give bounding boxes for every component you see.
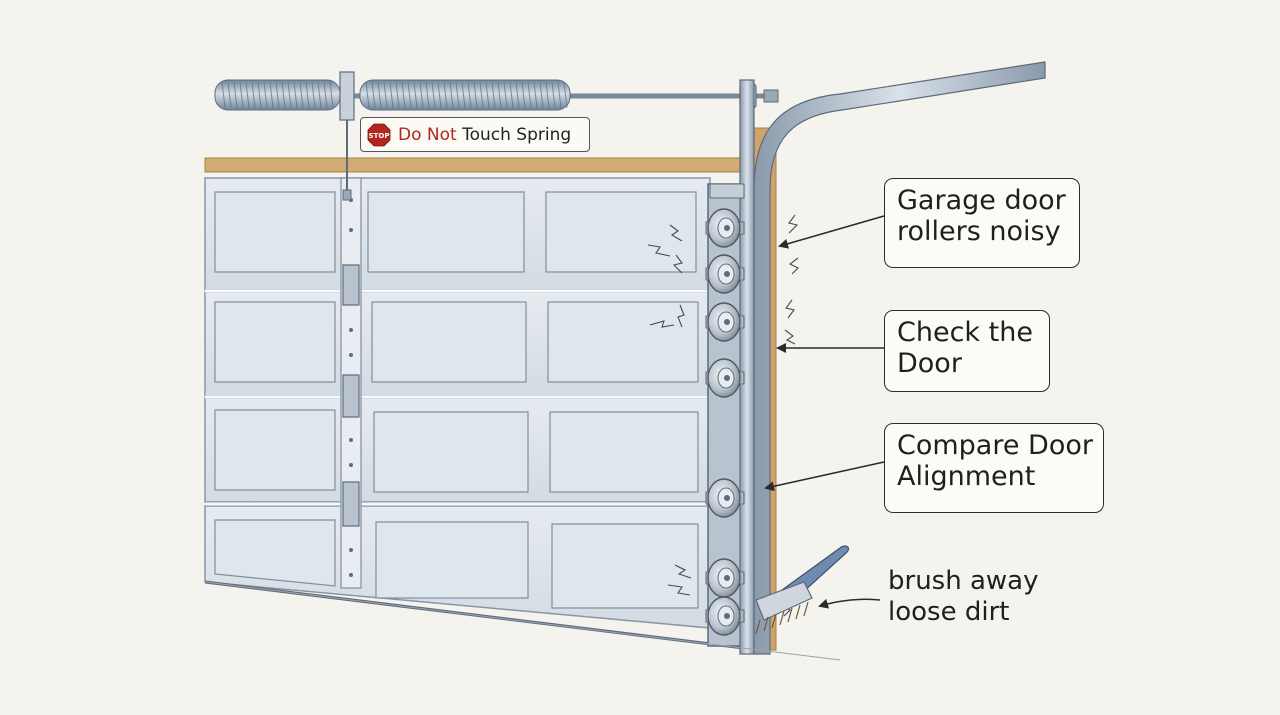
brush-note: brush away loose dirt	[888, 566, 1038, 628]
callout-rollers-line1: Garage door	[897, 185, 1066, 216]
roller-wheel	[705, 596, 745, 636]
center-stile-with-hinges	[340, 177, 362, 589]
callout-compare-line2: Alignment	[897, 461, 1036, 492]
noise-marks	[647, 214, 799, 617]
callout-rollers-line2: rollers noisy	[897, 216, 1061, 247]
spring-warning-tag: STOP Do Not Touch Spring	[360, 117, 590, 152]
roller-wheel	[705, 254, 745, 294]
roller-wheel	[705, 358, 745, 398]
brush-note-line1: brush away	[888, 566, 1039, 596]
inner-panels	[214, 191, 699, 609]
cleaning-brush	[755, 545, 850, 635]
callout-check-line2: Door	[897, 348, 962, 379]
callout-compare-alignment: Compare Door Alignment	[884, 423, 1104, 513]
callout-check-line1: Check the	[897, 317, 1033, 348]
roller-wheel	[705, 558, 745, 598]
roller-wheel	[705, 208, 745, 248]
warning-red-text: Do Not	[398, 124, 457, 145]
callout-rollers-noisy: Garage door rollers noisy	[884, 178, 1080, 268]
stop-sign-icon: STOP	[367, 123, 391, 146]
rollers	[705, 208, 745, 636]
roller-wheel	[705, 478, 745, 518]
callout-check-door: Check the Door	[884, 310, 1050, 392]
floor-line	[204, 581, 841, 661]
roller-wheel	[705, 302, 745, 342]
warning-text: Touch Spring	[462, 124, 572, 145]
callout-compare-line1: Compare Door	[897, 430, 1093, 461]
callout-arrows	[764, 215, 885, 609]
brush-note-line2: loose dirt	[888, 597, 1010, 627]
stop-sign-text: STOP	[369, 132, 390, 140]
